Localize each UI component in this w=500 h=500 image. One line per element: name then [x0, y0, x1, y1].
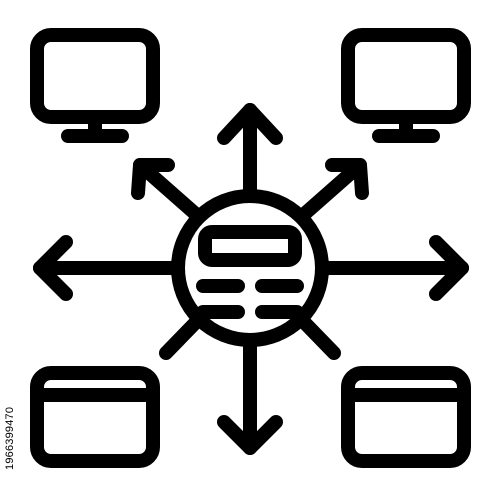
monitor-screen	[30, 28, 160, 124]
spoke-lower-left	[159, 312, 206, 360]
spoke-lower-right	[294, 312, 341, 360]
stock-id-label: 1966399470	[4, 406, 16, 470]
monitor-icon-top-left	[30, 28, 160, 143]
arrow-up-right-icon	[294, 158, 369, 224]
server-panel	[198, 225, 302, 267]
window-frame	[341, 366, 471, 468]
arrow-left-icon	[33, 235, 185, 301]
arrow-right-icon	[315, 235, 469, 301]
arrow-up-icon	[217, 103, 283, 203]
window-frame	[30, 366, 160, 468]
arrow-down-icon	[217, 333, 283, 455]
browser-window-icon-bottom-left	[30, 366, 160, 468]
arrow-up-left-icon	[131, 158, 206, 224]
server-hub-icon	[196, 225, 304, 319]
monitor-screen	[341, 28, 471, 124]
monitor-icon-top-right	[341, 28, 471, 143]
browser-window-icon-bottom-right	[341, 366, 471, 468]
